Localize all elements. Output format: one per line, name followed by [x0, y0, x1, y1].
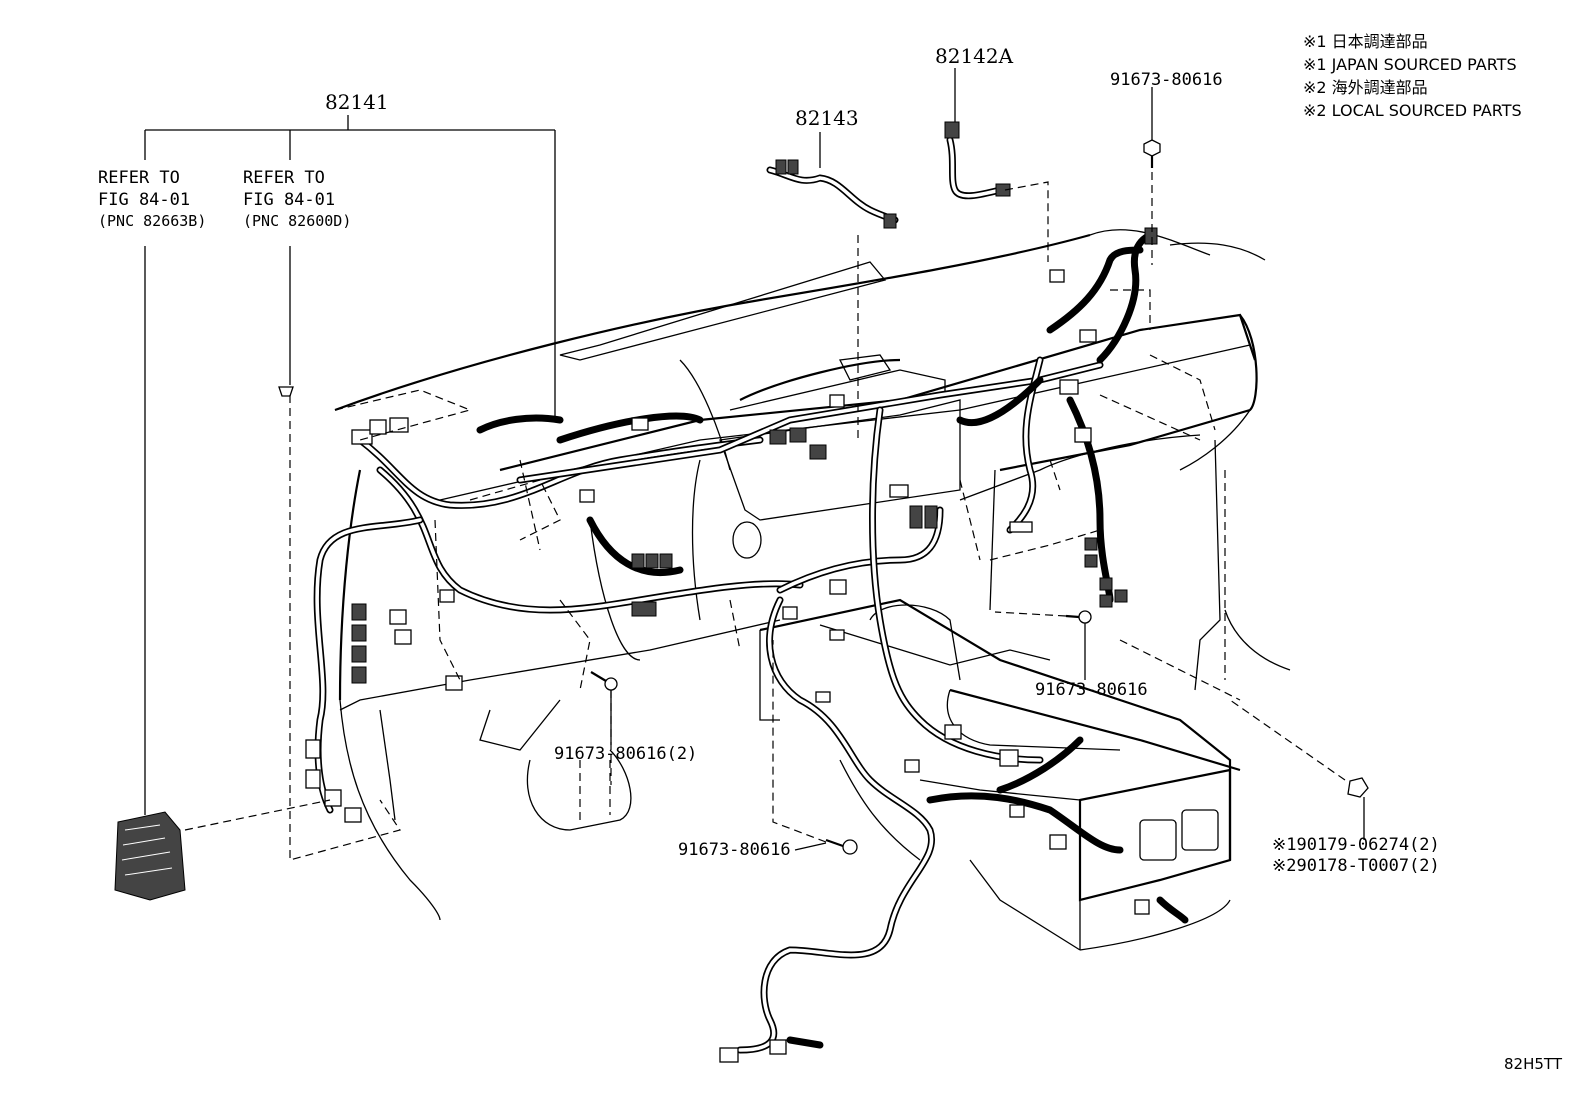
part-number-bolt-bottom: 91673-80616	[678, 840, 791, 860]
bolt-top-icon	[1143, 139, 1161, 168]
ref-left-line1: REFER TO	[98, 168, 180, 188]
part-number-bolt-top: 91673-80616	[1110, 70, 1223, 90]
ref-left-line3: (PNC 82663B)	[98, 212, 207, 230]
part-number-bolt-left: 91673-80616(2)	[554, 744, 698, 764]
part-number-82141: 82141	[325, 90, 389, 114]
ref-left-line2: FIG 84-01	[98, 190, 191, 210]
ref-right-line2: FIG 84-01	[243, 190, 336, 210]
legend-line-3: ※2 海外調達部品	[1303, 78, 1428, 97]
callout-leaders	[610, 68, 1365, 851]
bolt-bottom-icon	[825, 838, 858, 855]
bolt-right-icon	[1065, 610, 1092, 624]
legend: ※1 日本調達部品 ※1 JAPAN SOURCED PARTS ※2 海外調達…	[1303, 30, 1522, 122]
part-number-clip-local: ※290178-T0007(2)	[1272, 856, 1440, 876]
legend-line-2: ※1 JAPAN SOURCED PARTS	[1303, 55, 1517, 74]
leader-82141	[144, 115, 556, 815]
part-number-bolt-right: 91673-80616	[1035, 680, 1148, 700]
wire-harness	[313, 136, 1189, 1054]
part-number-82142a: 82142A	[935, 44, 1014, 68]
clip-top-icon	[278, 386, 294, 397]
bolt-left-icon	[590, 671, 618, 691]
diagram-code: 82H5TT	[1504, 1055, 1562, 1073]
ref-right-line3: (PNC 82600D)	[243, 212, 352, 230]
legend-line-4: ※2 LOCAL SOURCED PARTS	[1303, 101, 1522, 120]
center-console	[732, 521, 1241, 951]
dashboard-outline	[334, 229, 1291, 921]
legend-line-1: ※1 日本調達部品	[1303, 32, 1428, 51]
part-number-clip-japan: ※190179-06274(2)	[1272, 835, 1440, 855]
fasteners	[278, 139, 1369, 855]
dashed-leaders	[184, 172, 1346, 861]
relay-block-icon	[114, 811, 186, 901]
part-number-82143: 82143	[795, 106, 859, 130]
connectors	[305, 121, 1158, 1063]
clip-icon	[1347, 777, 1369, 798]
ref-right-line1: REFER TO	[243, 168, 325, 188]
